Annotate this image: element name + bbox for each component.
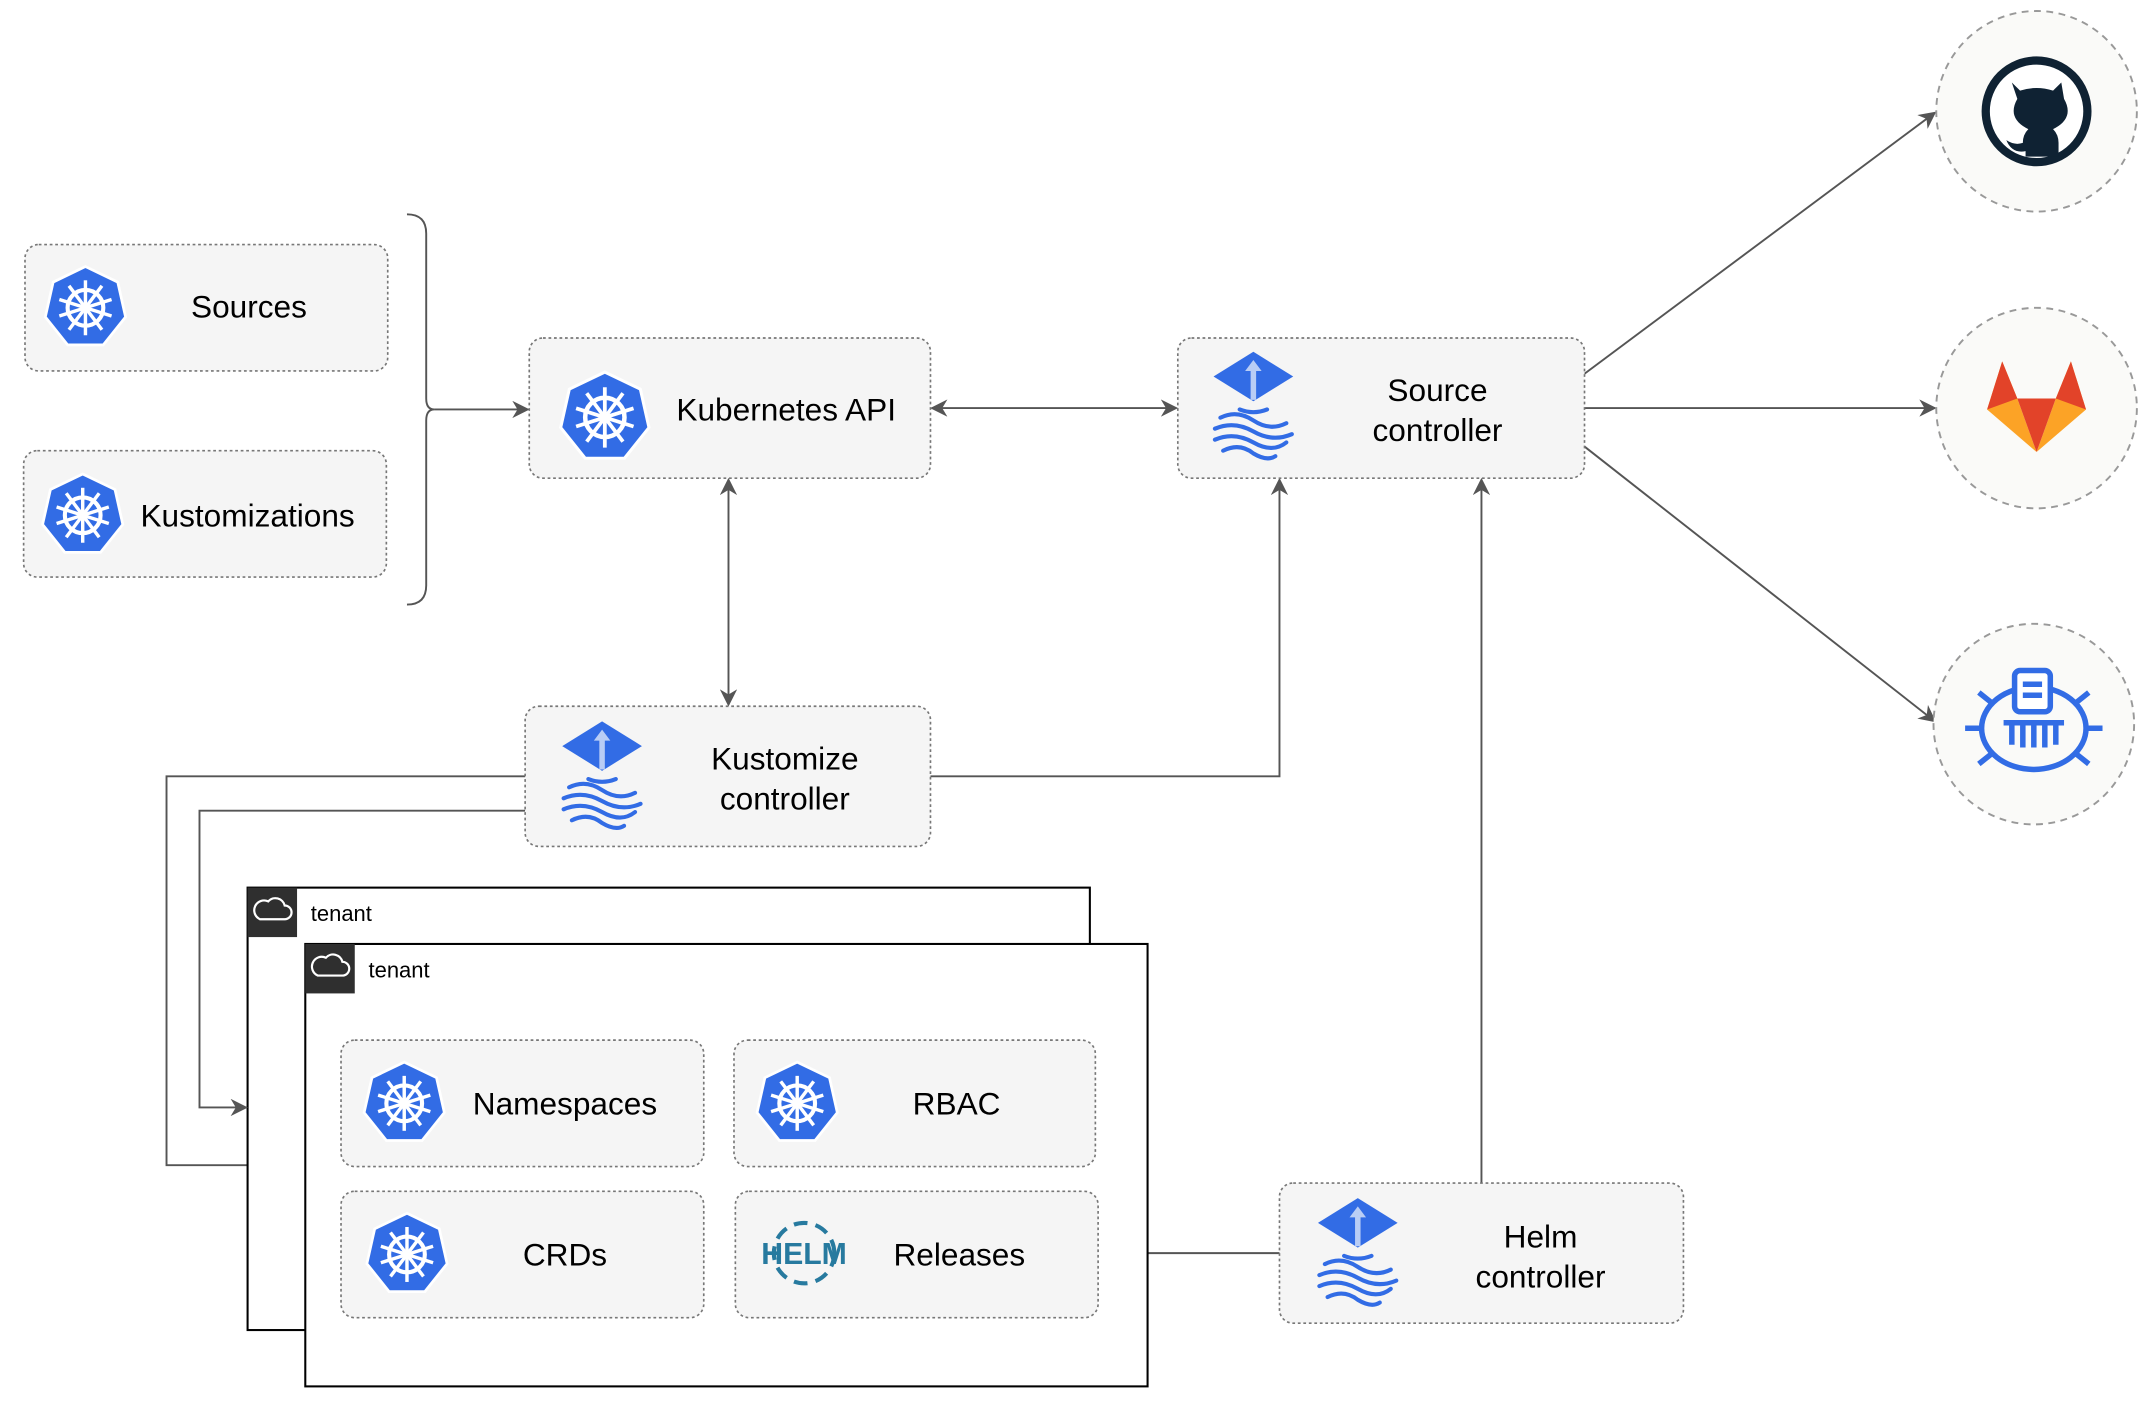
tenant-label: tenant — [311, 901, 372, 926]
node-label: Kustomizations — [140, 497, 354, 533]
edge-kustomize-to-source — [930, 477, 1289, 778]
node-namespaces[interactable]: Namespaces — [340, 1039, 705, 1168]
node-label: CRDs — [523, 1236, 607, 1272]
node-label: RBAC — [913, 1085, 1001, 1121]
tenant-label: tenant — [369, 958, 430, 983]
helm-icon: HELM — [761, 1220, 847, 1286]
node-sources[interactable]: Sources — [24, 243, 389, 372]
node-helm-controller[interactable]: Helm controller — [1278, 1182, 1685, 1325]
edge-source-to-github — [1583, 111, 1937, 375]
node-label: Helm — [1504, 1219, 1578, 1255]
bucket-source[interactable] — [1932, 622, 2136, 826]
node-label: Namespaces — [473, 1085, 657, 1121]
node-label: Sources — [191, 288, 307, 324]
node-releases[interactable]: HELM Releases — [734, 1190, 1099, 1319]
brace — [406, 213, 435, 606]
bucket-icon — [1965, 667, 2103, 773]
node-label: Kubernetes API — [676, 391, 896, 427]
edge-kustomize-to-tenant-back — [198, 809, 526, 1117]
node-kubernetes-api[interactable]: Kubernetes API — [528, 337, 932, 479]
github-source[interactable] — [1935, 10, 2138, 213]
node-label: Kustomize — [711, 740, 858, 776]
node-label: controller — [1476, 1258, 1606, 1294]
node-rbac[interactable]: RBAC — [733, 1039, 1097, 1168]
node-label: Releases — [893, 1236, 1025, 1272]
github-icon — [1981, 56, 2092, 167]
edge-kustomize-to-tenant-front — [165, 775, 526, 1174]
node-kustomize-controller[interactable]: Kustomize controller — [524, 705, 932, 848]
gitlab-icon — [1987, 361, 2087, 453]
node-crds[interactable]: CRDs — [340, 1190, 705, 1319]
node-label: controller — [1373, 412, 1503, 448]
node-kustomizations[interactable]: Kustomizations — [22, 449, 388, 578]
edge-source-to-bucket — [1583, 445, 1937, 723]
svg-text:HELM: HELM — [761, 1238, 847, 1271]
node-label: controller — [720, 780, 850, 816]
node-source-controller[interactable]: Source controller — [1176, 337, 1586, 479]
node-label: Source — [1387, 372, 1487, 408]
gitlab-source[interactable] — [1935, 306, 2138, 510]
